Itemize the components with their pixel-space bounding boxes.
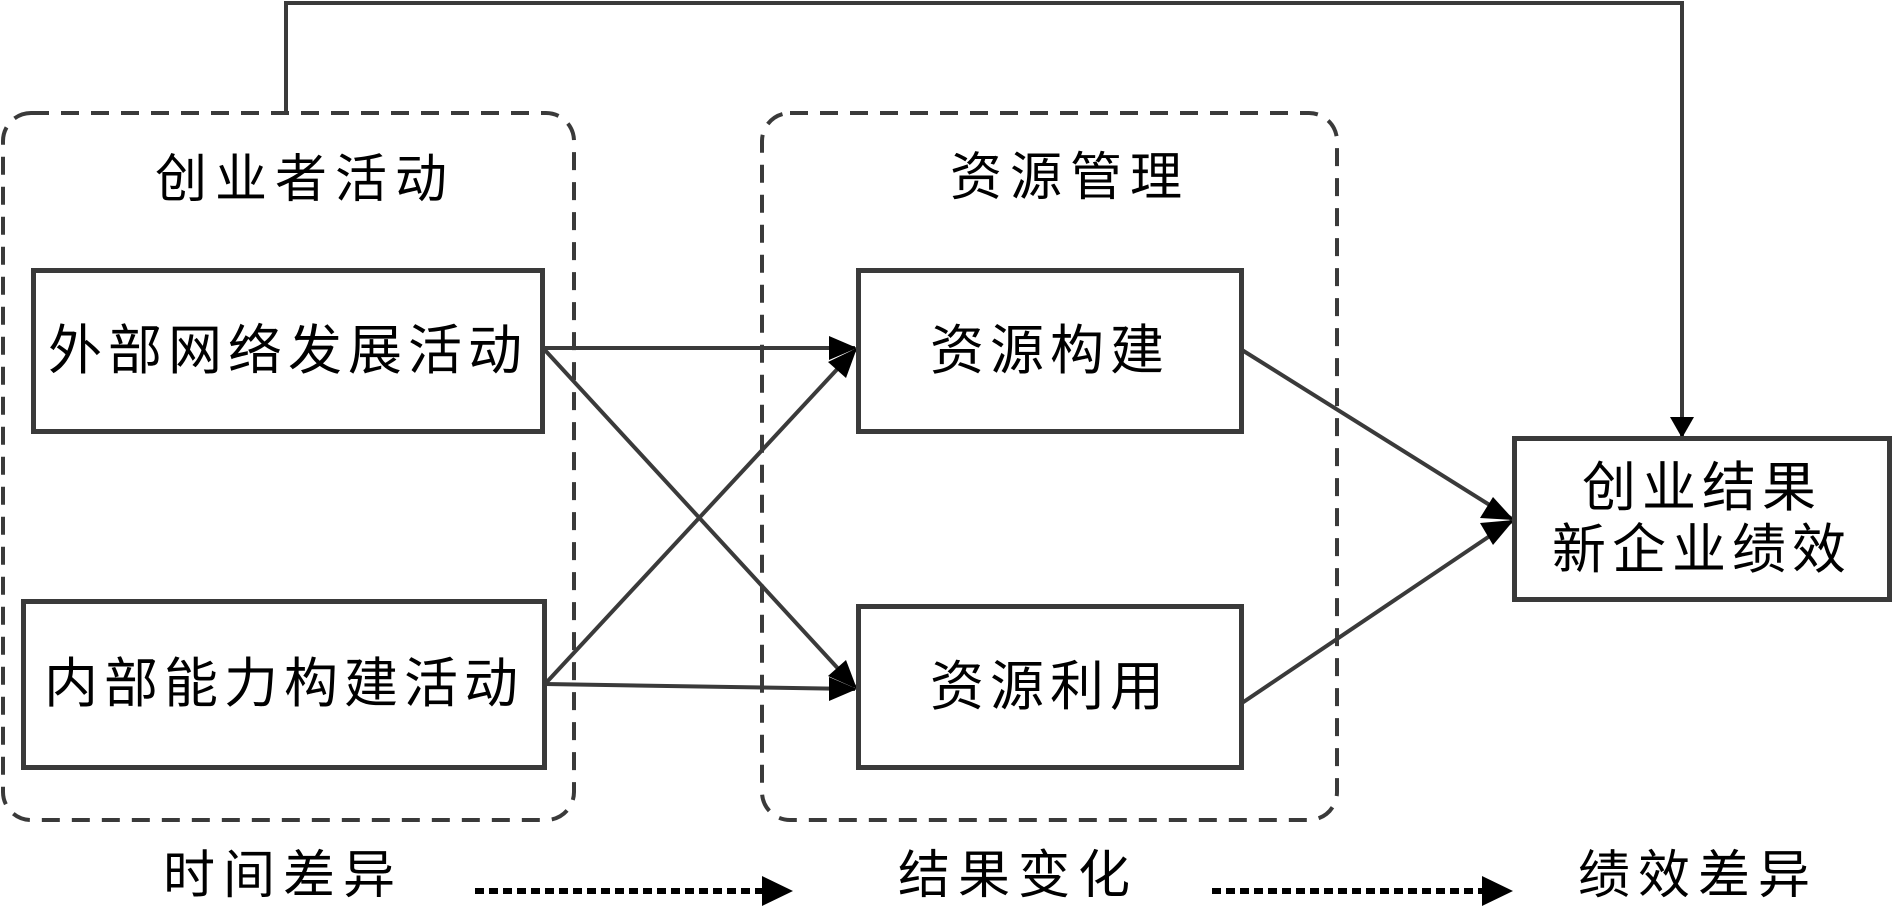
node-external-network: 外部网络发展活动: [31, 268, 545, 434]
arrowhead: [1480, 520, 1514, 545]
edge-building-to-outcome: [1240, 348, 1514, 521]
node-resource-utilization: 资源利用: [856, 604, 1244, 770]
flow-label-performance-difference: 绩效差异: [1578, 846, 1819, 906]
arrowhead: [1482, 876, 1513, 906]
edge-internal-to-building: [543, 348, 857, 686]
group-entrepreneur-activities: [1, 111, 576, 822]
node-outcome: 创业结果 新企业绩效: [1512, 436, 1892, 602]
node-label: 内部能力构建活动: [44, 652, 524, 716]
arrowhead: [829, 677, 857, 701]
edge-internal-to-utilization: [544, 682, 856, 691]
group-title-entrepreneur-activities: 创业者活动: [155, 150, 456, 210]
node-label: 外部网络发展活动: [48, 318, 528, 382]
arrowhead: [828, 348, 857, 378]
arrowhead-top: [1670, 417, 1694, 438]
group-resource-management: [760, 111, 1339, 822]
arrowhead: [828, 660, 857, 689]
node-resource-building: 资源构建: [856, 268, 1244, 434]
flow-label-outcome-change: 结果变化: [898, 846, 1139, 906]
edge-utilization-to-outcome: [1240, 519, 1514, 705]
node-label-line1: 创业结果: [1582, 455, 1822, 519]
node-label: 资源构建: [930, 318, 1170, 382]
edge-activities-to-outcome: [284, 1, 1684, 437]
arrowhead: [829, 336, 857, 360]
node-label: 资源利用: [930, 654, 1170, 718]
arrowhead: [1480, 497, 1514, 520]
group-title-resource-management: 资源管理: [950, 148, 1191, 208]
node-internal-capability: 内部能力构建活动: [21, 599, 547, 770]
flow-label-time-difference: 时间差异: [163, 846, 404, 906]
node-label-line2: 新企业绩效: [1552, 518, 1852, 581]
arrowhead: [762, 876, 793, 906]
